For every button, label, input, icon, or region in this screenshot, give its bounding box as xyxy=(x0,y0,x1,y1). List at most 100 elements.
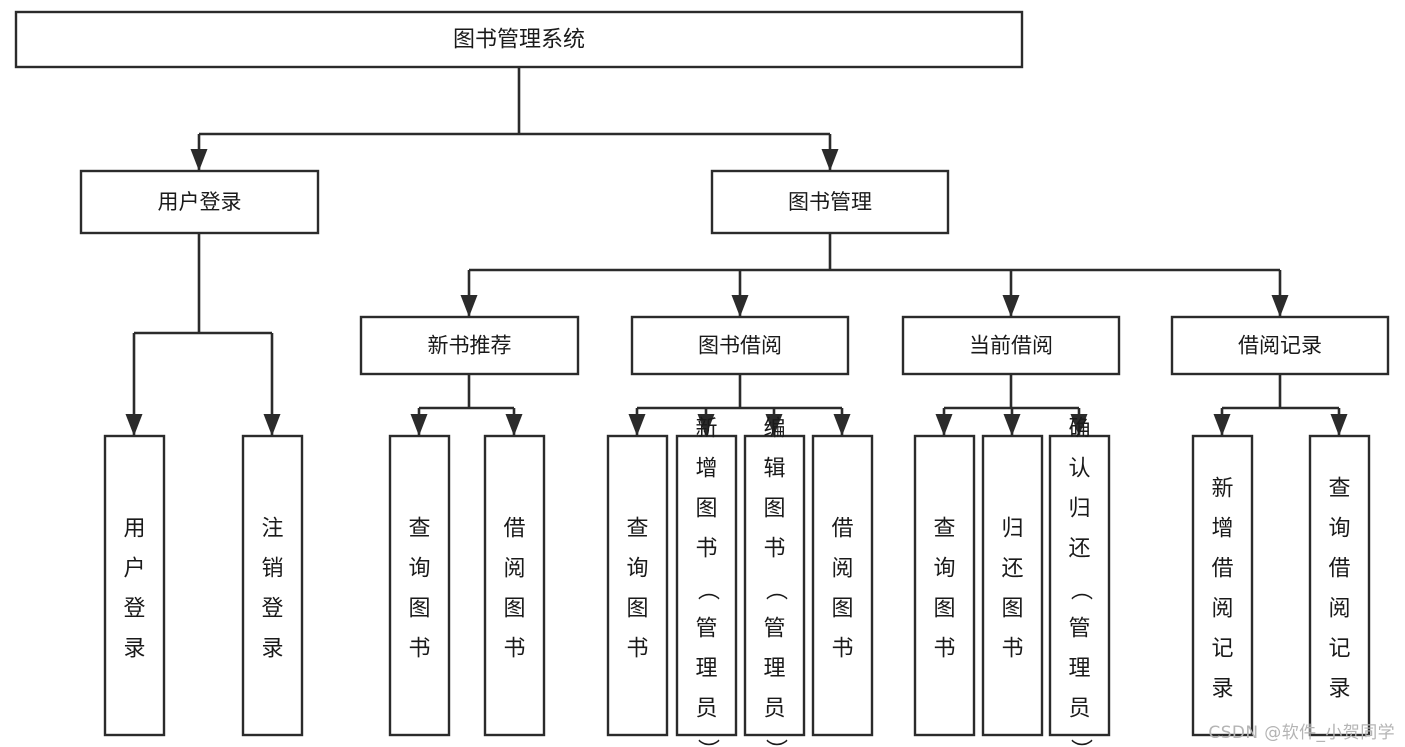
node-label-char: 阅 xyxy=(1328,597,1350,622)
arrow-head-icon xyxy=(731,295,749,317)
node-label-user-login: 用户登录 xyxy=(158,190,242,214)
node-label-char: ） xyxy=(1068,738,1093,747)
node-label-char: 书 xyxy=(695,537,717,562)
arrow-head-icon xyxy=(1003,414,1021,436)
node-label-char: 员 xyxy=(763,697,785,722)
node-leaf-user-login[interactable]: 用户登录 xyxy=(103,434,166,737)
node-label-char: 新 xyxy=(695,417,717,442)
node-label-char: 录 xyxy=(123,637,145,662)
node-label-char: 新 xyxy=(1211,477,1233,502)
node-box-root[interactable] xyxy=(14,10,1024,69)
node-label-char: 户 xyxy=(123,557,145,582)
node-label-char: 理 xyxy=(1068,657,1090,682)
node-box-leaf-logout-login[interactable] xyxy=(241,434,304,737)
node-label-book-manage: 图书管理 xyxy=(788,190,872,214)
node-box-leaf-add-borrow-record[interactable] xyxy=(1191,434,1254,737)
node-label-char: ） xyxy=(763,738,788,747)
node-label-char: 辑 xyxy=(763,457,785,482)
node-label-char: 认 xyxy=(1068,457,1090,482)
node-label-book-borrow: 图书借阅 xyxy=(698,334,782,358)
node-root[interactable]: 图书管理系统 xyxy=(14,10,1024,69)
node-label-char: 书 xyxy=(763,537,785,562)
node-label-new-book-recommend: 新书推荐 xyxy=(428,334,512,358)
node-label-char: 图 xyxy=(626,597,648,622)
arrow-head-icon xyxy=(125,414,143,436)
node-label-char: （ xyxy=(695,578,720,600)
node-label-char: 归 xyxy=(1068,497,1090,522)
node-label-char: 图 xyxy=(763,497,785,522)
node-book-manage[interactable]: 图书管理 xyxy=(710,169,950,235)
arrow-head-icon xyxy=(628,414,646,436)
connectors-layer xyxy=(125,67,1348,436)
node-label-char: 询 xyxy=(933,557,955,582)
watermark-label: CSDN @软件_小贺同学 xyxy=(1208,723,1395,743)
node-box-borrow-record[interactable] xyxy=(1170,315,1390,376)
node-box-book-manage[interactable] xyxy=(710,169,950,235)
node-label-root: 图书管理系统 xyxy=(453,28,585,53)
node-new-book-recommend[interactable]: 新书推荐 xyxy=(359,315,580,376)
node-label-char: 询 xyxy=(626,557,648,582)
node-label-char: 书 xyxy=(503,637,525,662)
node-box-new-book-recommend[interactable] xyxy=(359,315,580,376)
node-box-user-login[interactable] xyxy=(79,169,320,235)
node-label-char: （ xyxy=(1068,578,1093,600)
node-label-char: 查 xyxy=(408,517,430,542)
node-label-char: 管 xyxy=(695,617,717,642)
node-box-leaf-query-borrow-record[interactable] xyxy=(1308,434,1371,737)
node-label-char: 管 xyxy=(1068,617,1090,642)
node-box-leaf-edit-book-admin[interactable] xyxy=(743,434,806,737)
node-current-borrow[interactable]: 当前借阅 xyxy=(901,315,1121,376)
node-label-borrow-record: 借阅记录 xyxy=(1238,334,1322,358)
node-box-leaf-query-book-recommend[interactable] xyxy=(388,434,451,737)
node-label-char: 图 xyxy=(831,597,853,622)
node-label-char: 书 xyxy=(831,637,853,662)
node-label-char: 查 xyxy=(626,517,648,542)
arrow-head-icon xyxy=(697,414,715,436)
node-box-current-borrow[interactable] xyxy=(901,315,1121,376)
node-label-char: 书 xyxy=(626,637,648,662)
node-label-char: 记 xyxy=(1328,637,1350,662)
node-box-leaf-confirm-return-admin[interactable] xyxy=(1048,434,1111,737)
nodes-layer: 图书管理系统用户登录图书管理新书推荐图书借阅当前借阅借阅记录用户登录注销登录查询… xyxy=(14,10,1390,747)
node-label-char: 图 xyxy=(503,597,525,622)
node-box-leaf-query-book-borrow[interactable] xyxy=(606,434,669,737)
node-box-leaf-borrow-book-recommend[interactable] xyxy=(483,434,546,737)
node-book-borrow[interactable]: 图书借阅 xyxy=(630,315,850,376)
node-label-char: 查 xyxy=(1328,477,1350,502)
node-box-leaf-add-book-admin[interactable] xyxy=(675,434,738,737)
node-label-char: 登 xyxy=(123,597,145,622)
node-box-leaf-user-login[interactable] xyxy=(103,434,166,737)
node-label-char: 还 xyxy=(1001,557,1023,582)
node-user-login[interactable]: 用户登录 xyxy=(79,169,320,235)
node-label-char: （ xyxy=(763,578,788,600)
node-box-leaf-return-book[interactable] xyxy=(981,434,1044,737)
arrow-head-icon xyxy=(1002,295,1020,317)
node-label-char: 录 xyxy=(1211,677,1233,702)
node-label-char: 阅 xyxy=(1211,597,1233,622)
arrow-head-icon xyxy=(263,414,281,436)
node-label-char: 书 xyxy=(1001,637,1023,662)
node-borrow-record[interactable]: 借阅记录 xyxy=(1170,315,1390,376)
arrow-head-icon xyxy=(1271,295,1289,317)
node-box-leaf-borrow-book[interactable] xyxy=(811,434,874,737)
arrow-head-icon xyxy=(460,295,478,317)
node-box-leaf-query-book-current[interactable] xyxy=(913,434,976,737)
node-label-char: 图 xyxy=(933,597,955,622)
node-label-char: 管 xyxy=(763,617,785,642)
node-box-book-borrow[interactable] xyxy=(630,315,850,376)
arrow-head-icon xyxy=(410,414,428,436)
node-label-char: 增 xyxy=(695,457,717,482)
